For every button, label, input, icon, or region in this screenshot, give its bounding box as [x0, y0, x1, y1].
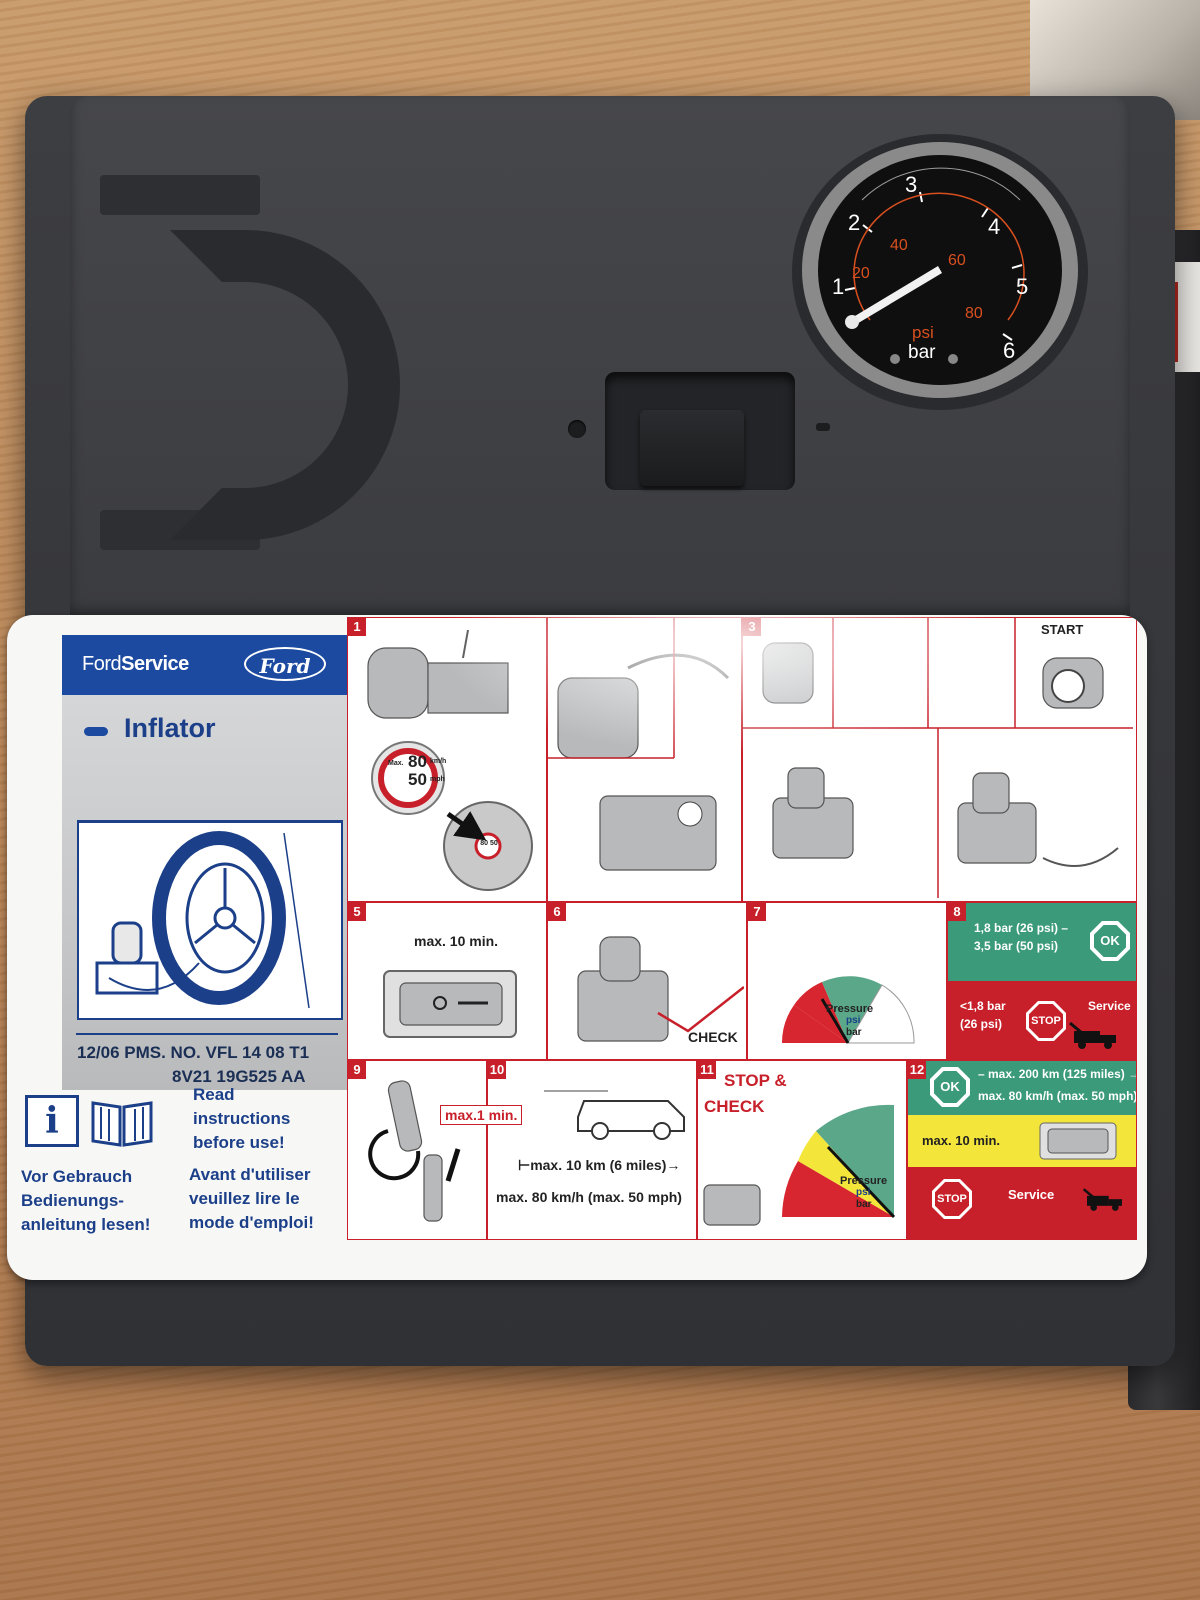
switch-on-mark: [816, 423, 830, 431]
step-9: 9: [347, 1060, 487, 1240]
read-instructions-en: Read instructions before use!: [193, 1085, 291, 1152]
ford-service-text: FordService: [82, 653, 189, 675]
tow-truck-icon: [1069, 1021, 1116, 1049]
sign-unit-mph: mph: [430, 776, 445, 783]
start-label: START: [1041, 622, 1084, 637]
info-icon: i: [25, 1095, 79, 1147]
sign-speed-mph: 50: [408, 770, 427, 789]
gauge7-psi: psi: [846, 1015, 861, 1026]
step11-check: CHECK: [704, 1097, 765, 1116]
code-divider: [76, 1033, 338, 1035]
gauge-psi-80: 80: [965, 305, 983, 322]
ford-logo: Ford: [244, 647, 326, 681]
ok-icon: OK: [930, 1067, 970, 1107]
step-number: 12: [908, 1061, 926, 1079]
read-instructions-fr: Avant d'utiliser veuillez lire le mode d…: [189, 1165, 314, 1232]
step8-ok-line1: 1,8 bar (26 psi) –: [974, 921, 1069, 935]
step11-stop: STOP &: [724, 1071, 787, 1090]
step-number: 7: [748, 903, 766, 921]
manual-book-icon: [89, 1095, 155, 1149]
part-number-line-1: 12/06 PMS. NO. VFL 14 08 T1: [77, 1043, 310, 1062]
small-speed-sign: 80 50: [480, 840, 498, 847]
step-number: 9: [348, 1061, 366, 1079]
step12-speed: max. 80 km/h (max. 50 mph): [978, 1089, 1137, 1103]
step9-max-time: max.1 min.: [440, 1105, 523, 1125]
gauge-bar-3: 3: [905, 172, 917, 197]
tow-truck-icon: [1082, 1188, 1122, 1211]
stop-icon: STOP: [1026, 1001, 1066, 1041]
ford-service-bar: FordService Ford: [62, 635, 352, 695]
step-1: 1 Max. 80 km/h 50 mph 80 50: [347, 617, 547, 902]
switch-icon: [1039, 1122, 1117, 1160]
step8-ok-line2: 3,5 bar (50 psi): [974, 939, 1059, 953]
gauge-psi-20: 20: [852, 265, 870, 282]
step-number: 5: [348, 903, 366, 921]
wheel-illustration: [77, 820, 343, 1020]
title-bullet: [84, 727, 108, 736]
step8-low-line1: <1,8 bar: [960, 999, 1006, 1013]
gauge-psi-40: 40: [890, 237, 908, 254]
gauge-psi-60: 60: [948, 252, 966, 269]
gauge-unit-psi: psi: [912, 323, 934, 342]
step8-service: Service: [1088, 999, 1131, 1013]
gauge-unit-bar: bar: [908, 342, 936, 363]
step-7: 7 Pressure psi bar: [747, 902, 947, 1060]
psi-scale: [853, 192, 1025, 321]
step-2: [547, 617, 742, 902]
step-10: 10 max.1 min. ⊢max. 10 km (6 miles)→ max…: [440, 1060, 697, 1240]
step-number: 1: [348, 618, 366, 636]
step-11: 11 STOP & CHECK Pressure psi bar: [697, 1060, 907, 1240]
step-12: 12 OK – max. 200 km (125 miles) → max. 8…: [907, 1060, 1137, 1240]
step12-max-time: max. 10 min.: [922, 1133, 1001, 1148]
gauge-bar-1: 1: [832, 274, 844, 299]
part-number-line-2: 8V21 19G525 AA: [172, 1067, 306, 1086]
step-grid: 1 Max. 80 km/h 50 mph 80 50: [347, 617, 1137, 1241]
step10-distance: ⊢max. 10 km (6 miles)→: [518, 1157, 681, 1173]
gauge11-psi: psi: [856, 1187, 871, 1198]
gauge-bar-5: 5: [1016, 274, 1028, 299]
step-number: 10: [488, 1061, 506, 1079]
switch-off-mark: [568, 420, 586, 438]
step-3: 3 START: [742, 617, 1137, 902]
step-number: 8: [948, 903, 966, 921]
read-instructions-de: Vor Gebrauch Bedienungs- anleitung lesen…: [21, 1167, 151, 1234]
decal-left-panel: FordService Ford Inflator 12/06 PMS. NO.…: [62, 635, 352, 1090]
decal-title: Inflator: [124, 713, 216, 743]
sign-max-label: Max.: [388, 760, 404, 767]
gauge7-bar: bar: [846, 1027, 862, 1038]
step-5: 5 max. 10 min.: [347, 902, 547, 1060]
step-6: 6 CHECK: [547, 902, 747, 1060]
step8-low-line2: (26 psi): [960, 1017, 1003, 1031]
sign-unit-kmh: km/h: [430, 758, 447, 765]
step12-distance: – max. 200 km (125 miles) →: [978, 1067, 1137, 1081]
step-number: 6: [548, 903, 566, 921]
gauge11-pressure: Pressure: [840, 1175, 888, 1187]
hose-clip-top: [100, 175, 260, 215]
instruction-decal: FordService Ford Inflator 12/06 PMS. NO.…: [7, 615, 1147, 1280]
step6-check: CHECK: [688, 1029, 738, 1045]
step10-speed: max. 80 km/h (max. 50 mph): [496, 1189, 682, 1205]
step12-service: Service: [1008, 1187, 1055, 1202]
gauge-bar-2: 2: [848, 210, 860, 235]
step-8: 8 1,8 bar (26 psi) – 3,5 bar (50 psi) OK…: [947, 902, 1137, 1061]
power-switch[interactable]: [640, 410, 744, 486]
stop-icon: STOP: [932, 1179, 972, 1219]
ok-icon: OK: [1090, 921, 1130, 961]
step-number: 11: [698, 1061, 716, 1079]
gauge-bar-4: 4: [988, 214, 1000, 239]
gauge-needle: [845, 266, 942, 328]
pressure-gauge: 1 2 3 4 5 6 20 40 60 80 psi bar: [790, 130, 1090, 420]
gauge-bar-6: 6: [1003, 338, 1015, 363]
sign-speed-kmh: 80: [408, 752, 427, 771]
step5-max-time: max. 10 min.: [414, 933, 499, 949]
gauge11-bar: bar: [856, 1199, 872, 1210]
gauge7-pressure: Pressure: [826, 1003, 874, 1015]
